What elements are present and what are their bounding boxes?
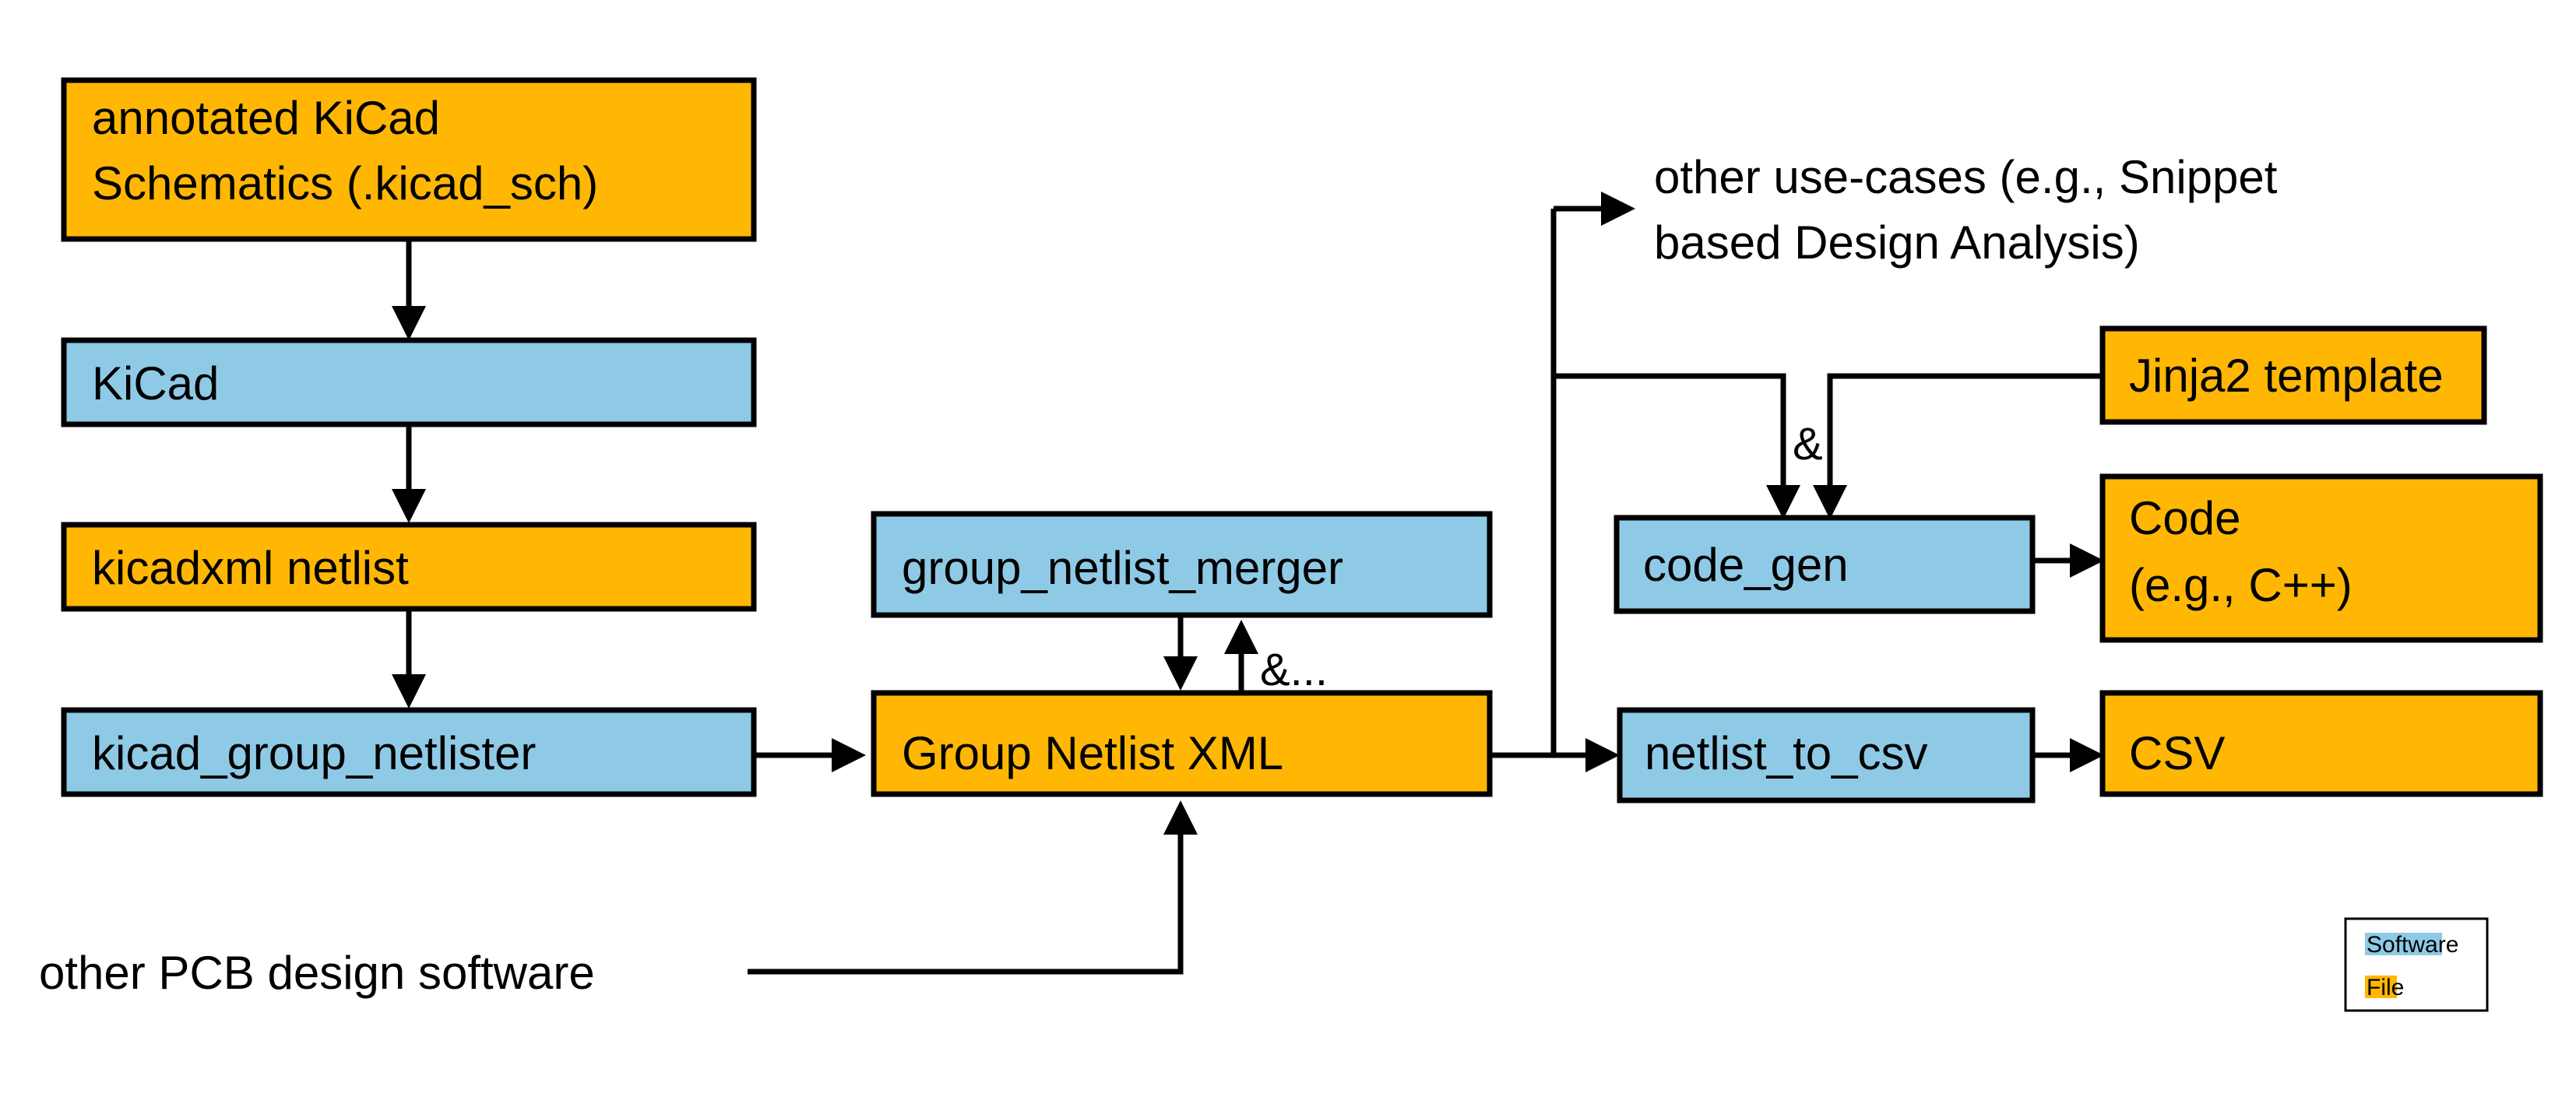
node-jinja2-template-label: Jinja2 template <box>2129 350 2444 402</box>
node-kicad-label: KiCad <box>92 357 219 410</box>
node-code-output[interactable]: Code (e.g., C++) <box>2099 473 2543 643</box>
node-csv-output[interactable]: CSV <box>2099 690 2543 797</box>
legend-swatch-software <box>2365 933 2442 955</box>
node-annotated-schematics[interactable]: annotated KiCad Schematics (.kicad_sch) <box>61 77 757 242</box>
node-group-netlist-merger[interactable]: group_netlist_merger <box>871 511 1493 618</box>
edge-other-pcb-to-group-xml <box>748 800 1198 975</box>
edge-jinja2-to-code-gen <box>1813 373 2103 519</box>
node-kicadxml-netlist-label: kicadxml netlist <box>92 542 409 594</box>
node-annotated-schematics-label-line1: annotated KiCad <box>92 92 440 144</box>
node-code-gen[interactable]: code_gen <box>1614 515 2036 614</box>
label-other-use-cases: other use-cases (e.g., Snippet based Des… <box>1654 151 2278 269</box>
edge-netlist-to-csv-to-csv <box>2032 738 2104 772</box>
legend: Software File <box>2344 917 2489 1012</box>
node-group-netlist-xml-label: Group Netlist XML <box>902 727 1283 779</box>
label-other-use-cases-line1: other use-cases (e.g., Snippet <box>1654 151 2278 203</box>
node-group-netlist-xml[interactable]: Group Netlist XML <box>871 690 1493 797</box>
edge-group-xml-to-code-gen <box>1554 373 1800 519</box>
node-kicad[interactable]: KiCad <box>61 337 757 427</box>
edge-kicadxml-to-netlister <box>392 609 426 708</box>
label-other-pcb-design-software-text: other PCB design software <box>39 947 595 999</box>
legend-label-file: File <box>2367 975 2404 1000</box>
edge-label-merger-loop: &... <box>1260 645 1328 695</box>
edge-kicad-to-kicadxml <box>392 424 426 523</box>
node-csv-output-label: CSV <box>2129 727 2225 779</box>
node-group-netlist-merger-label: group_netlist_merger <box>902 542 1343 594</box>
node-code-output-label-line1: Code <box>2129 492 2240 544</box>
edge-schematics-to-kicad <box>392 239 426 340</box>
label-other-pcb-design-software: other PCB design software <box>39 947 595 999</box>
legend-swatch-file <box>2365 976 2397 998</box>
node-jinja2-template[interactable]: Jinja2 template <box>2099 325 2487 425</box>
node-netlist-to-csv[interactable]: netlist_to_csv <box>1617 707 2036 803</box>
node-kicad-group-netlister-label: kicad_group_netlister <box>92 727 536 779</box>
node-annotated-schematics-label-line2: Schematics (.kicad_sch) <box>92 157 598 209</box>
node-code-output-label-line2: (e.g., C++) <box>2129 559 2353 611</box>
edge-group-xml-trunk <box>1490 192 1635 758</box>
label-other-use-cases-line2: based Design Analysis) <box>1654 216 2140 269</box>
edge-group-xml-to-netlist-to-csv <box>1490 738 1620 772</box>
edge-label-code-gen-inputs: & <box>1793 419 1823 469</box>
legend-label-software: Software <box>2367 932 2458 958</box>
node-code-gen-label: code_gen <box>1643 539 1849 591</box>
node-kicad-group-netlister[interactable]: kicad_group_netlister <box>61 707 757 797</box>
node-netlist-to-csv-label: netlist_to_csv <box>1645 727 1928 779</box>
node-kicadxml-netlist[interactable]: kicadxml netlist <box>61 522 757 612</box>
edge-merger-to-group-xml <box>1163 615 1198 691</box>
edge-netlister-to-group-xml <box>754 738 866 772</box>
edge-code-gen-to-code <box>2032 543 2104 578</box>
